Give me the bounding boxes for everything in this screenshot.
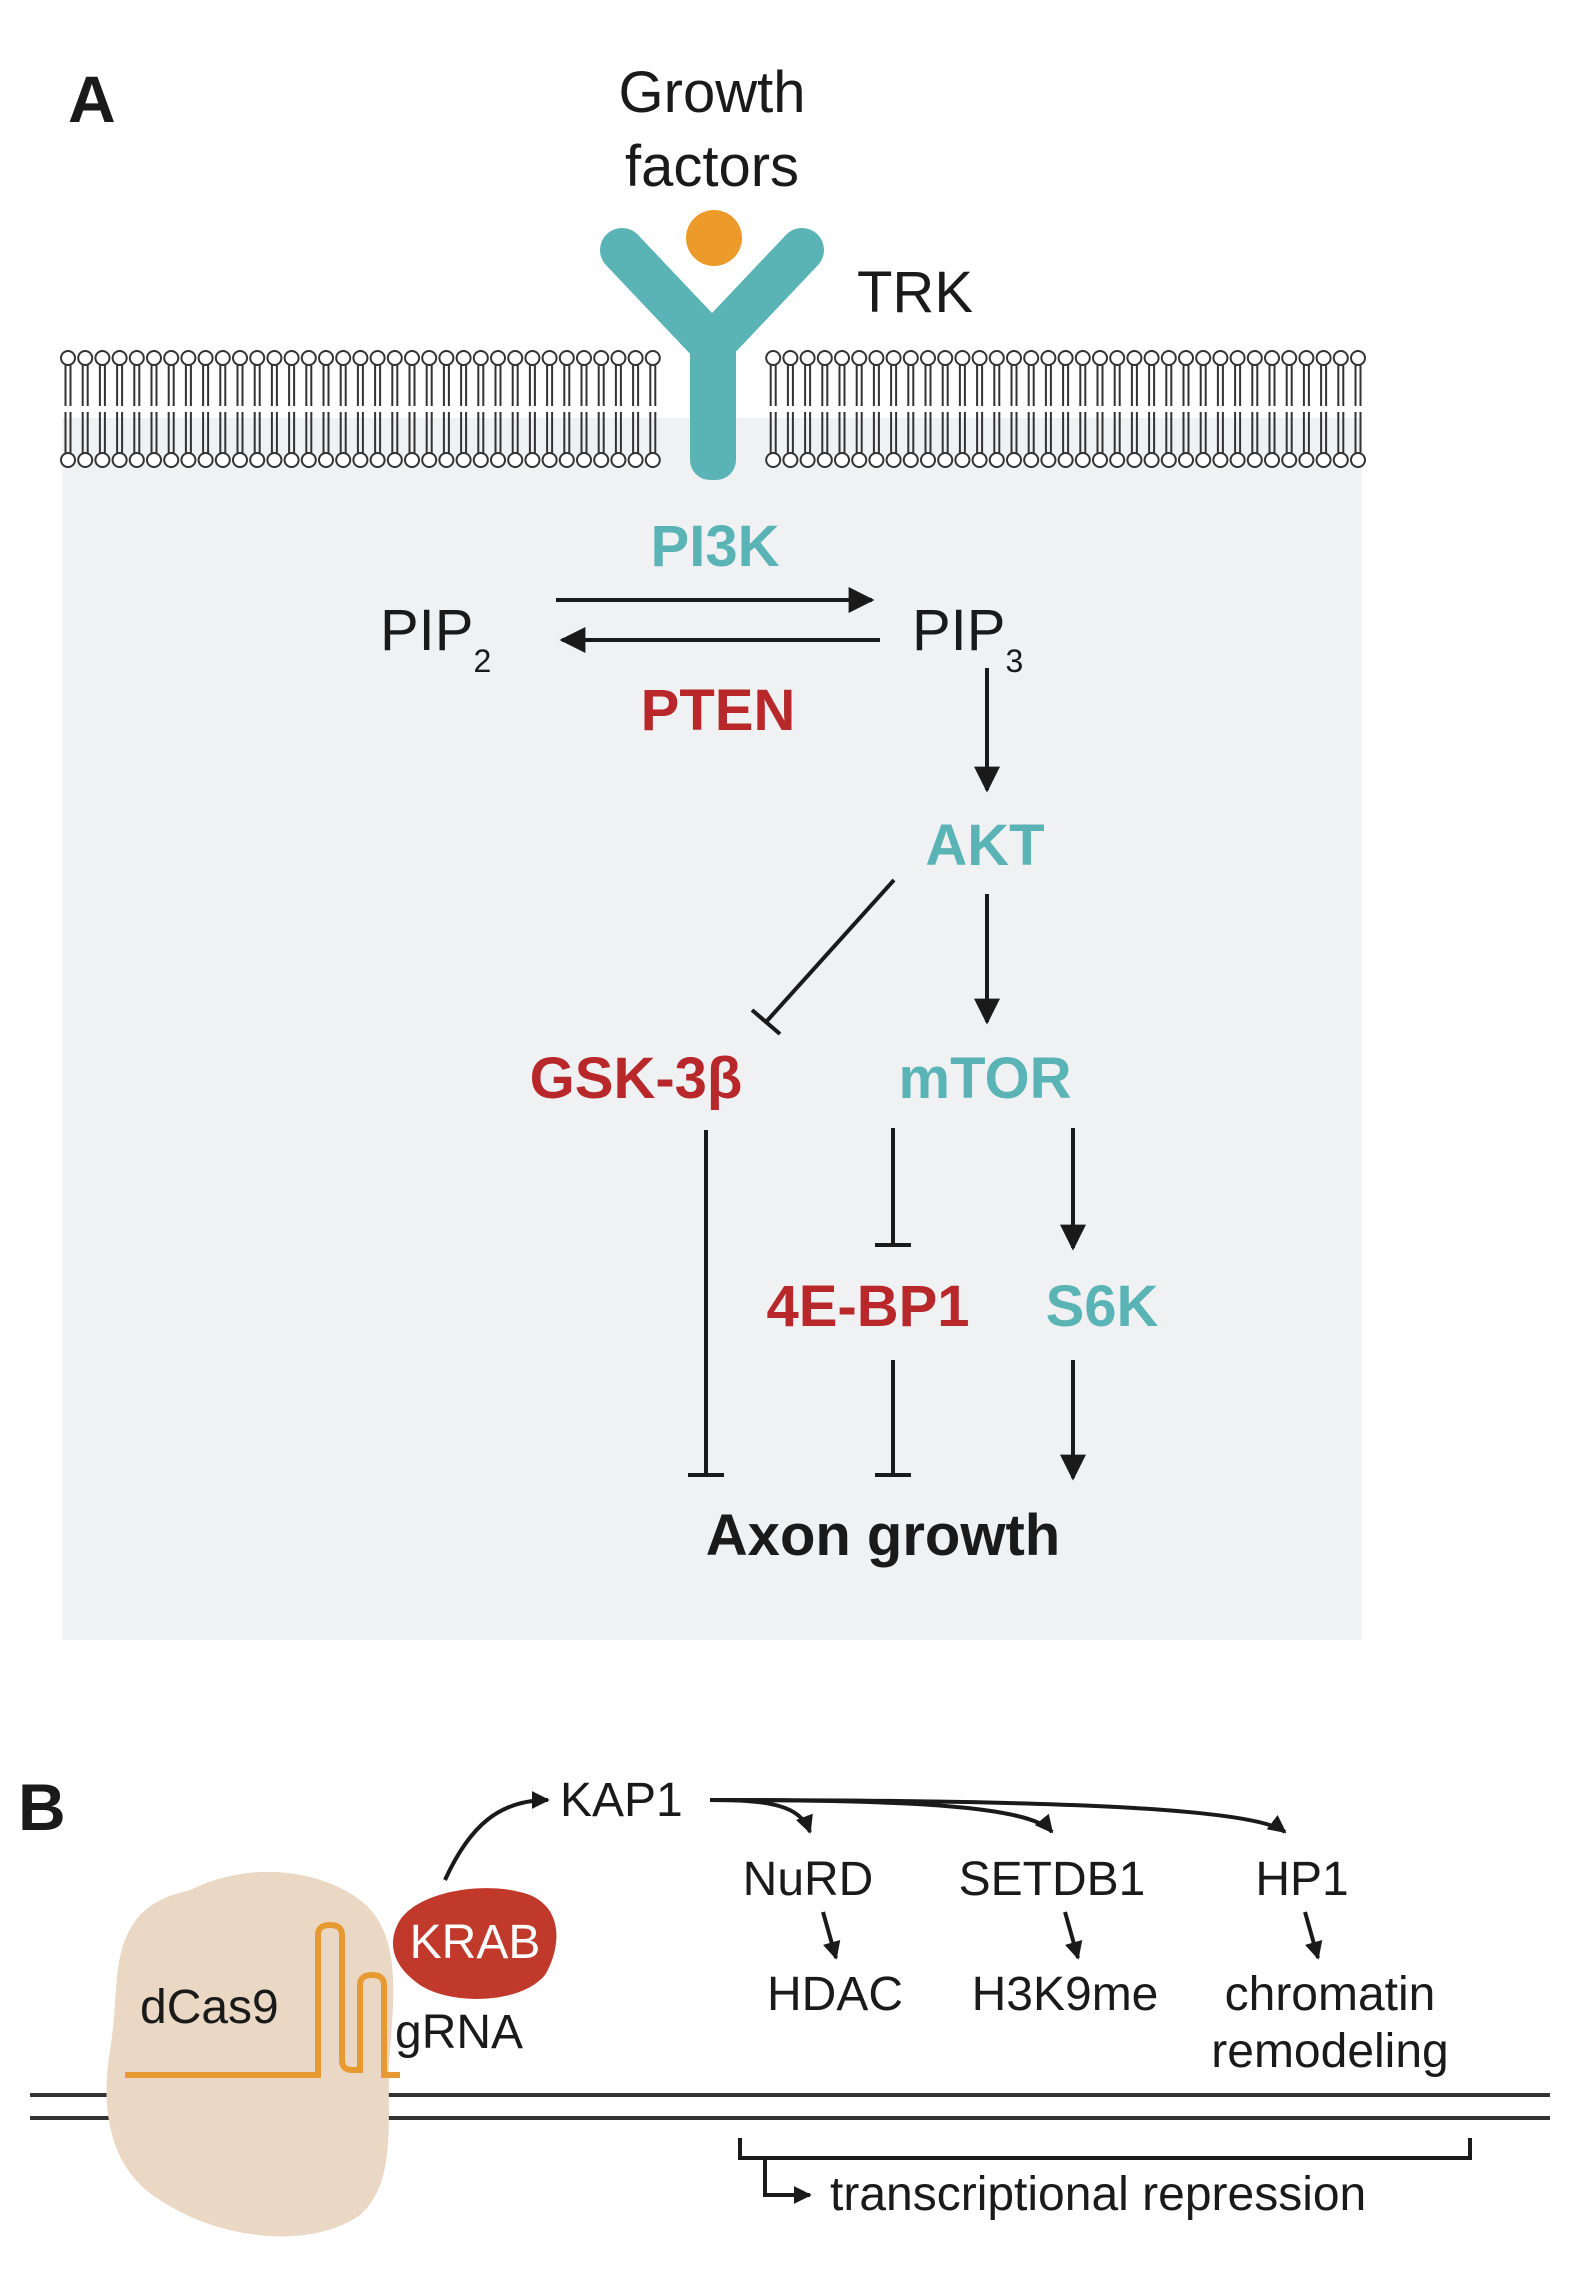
nurd-to-hdac-arrow (821, 1911, 841, 1960)
krab-label: KRAB (410, 1916, 541, 1969)
krab-to-kap1-arrow (443, 1791, 550, 1881)
gsk3b-inhibits-axon-growth (688, 1130, 724, 1477)
repression-bracket (738, 2138, 1472, 2160)
pip3-label: PIP3 (912, 598, 1023, 679)
grna-label: gRNA (395, 2006, 523, 2059)
growth-factors-label-line2: factors (625, 134, 799, 199)
cytoplasm-area (62, 418, 1362, 1640)
pten-label: PTEN (641, 678, 796, 743)
gsk3b-label: GSK-3β (530, 1046, 743, 1111)
h3k9me-label: H3K9me (972, 1968, 1159, 2021)
akt-label: AKT (925, 813, 1044, 878)
setdb1-label: SETDB1 (959, 1853, 1146, 1906)
axon-growth-label: Axon growth (706, 1503, 1060, 1568)
4ebp1-label: 4E-BP1 (766, 1274, 969, 1339)
akt-inhibits-gsk3b (750, 878, 896, 1036)
4ebp1-inhibits-axon-growth (875, 1360, 911, 1477)
grna-strand (125, 1921, 400, 2078)
repression-arrow (763, 2158, 812, 2204)
hp1-to-chromatin-arrow (1303, 1911, 1323, 1960)
kap1-label: KAP1 (560, 1774, 683, 1827)
remodeling-label: remodeling (1211, 2025, 1448, 2078)
cell-membrane (60, 350, 1366, 468)
trk-receptor (600, 228, 824, 480)
mtor-label: mTOR (899, 1046, 1072, 1111)
mtor-inhibits-4ebp1 (875, 1128, 911, 1247)
dcas9-label: dCas9 (140, 1981, 279, 2034)
hdac-label: HDAC (767, 1968, 903, 2021)
kap1-to-hp1-arrow (709, 1798, 1287, 1834)
s6k-label: S6K (1046, 1274, 1159, 1339)
nurd-label: NuRD (743, 1853, 874, 1906)
repression-label: transcriptional repression (830, 2168, 1366, 2221)
pip2-label: PIP2 (380, 598, 491, 679)
dcas9-protein (106, 1871, 394, 2237)
krab-domain (392, 1888, 557, 1999)
growth-factors-label: Growth (619, 60, 806, 125)
trk-label: TRK (857, 260, 973, 325)
chromatin-label: chromatin (1225, 1968, 1436, 2021)
setdb1-to-h3k9me-arrow (1063, 1911, 1083, 1960)
kap1-to-nurd-arrow (709, 1798, 813, 1834)
panel-a-letter: A (68, 62, 116, 136)
growth-factor-ligand (686, 210, 742, 266)
hp1-label: HP1 (1255, 1853, 1348, 1906)
panel-b-letter: B (18, 1770, 66, 1844)
pi3k-label: PI3K (651, 514, 780, 579)
